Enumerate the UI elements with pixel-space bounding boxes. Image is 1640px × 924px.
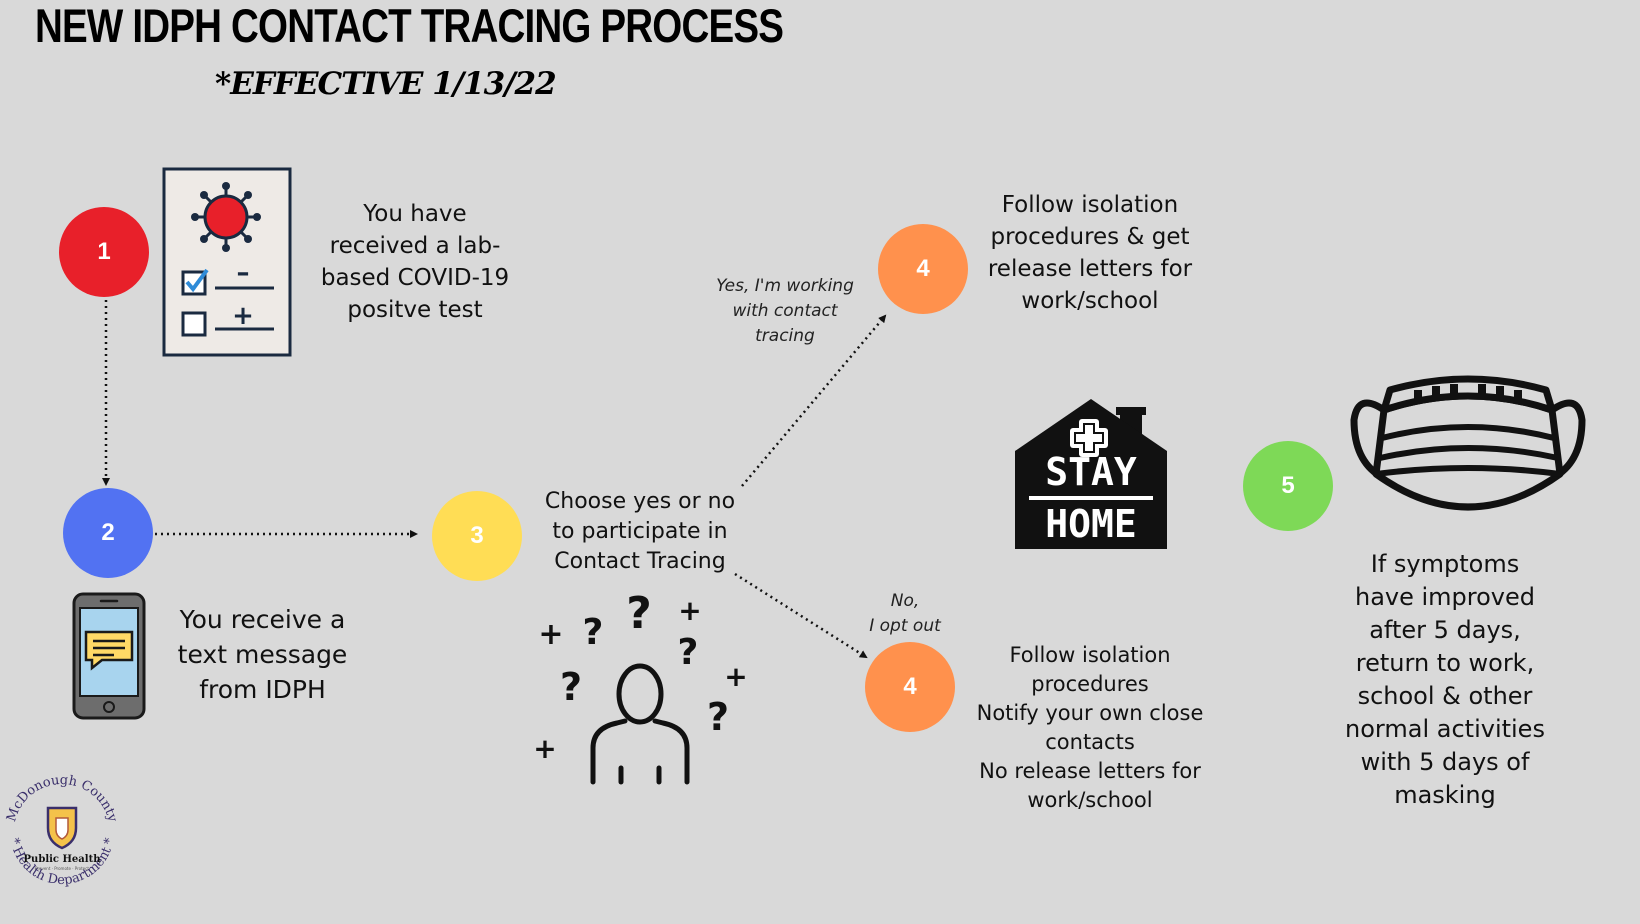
virus-icon: [191, 182, 261, 252]
svg-text:+: +: [724, 660, 747, 693]
svg-text:Public Health: Public Health: [24, 854, 102, 865]
health-department-logo: McDonough County * Health Department * P…: [4, 773, 120, 888]
arrow-3-to-4-yes: [741, 314, 887, 487]
face-mask-icon: [1350, 375, 1586, 511]
svg-text:?: ?: [678, 632, 699, 673]
svg-text:?: ?: [583, 612, 604, 653]
step-4-no-circle: 4: [865, 642, 955, 732]
svg-text:?: ?: [626, 588, 652, 639]
svg-text:Prevent · Promote · Protect: Prevent · Promote · Protect: [35, 866, 89, 871]
page-title: NEW IDPH CONTACT TRACING PROCESS: [35, 0, 784, 52]
svg-text:+: +: [232, 301, 254, 331]
step-3-circle: 3: [432, 491, 522, 581]
svg-text:+: +: [533, 732, 556, 765]
svg-text:+: +: [678, 594, 701, 627]
svg-text:HOME: HOME: [1045, 502, 1137, 546]
svg-text:STAY: STAY: [1045, 450, 1137, 494]
step-1-circle: 1: [59, 207, 149, 297]
page-subtitle: *EFFECTIVE 1/13/22: [215, 66, 557, 102]
stay-home-icon: STAY HOME: [1015, 399, 1167, 549]
svg-text:–: –: [237, 258, 250, 288]
step-5-circle: 5: [1243, 441, 1333, 531]
step-4-yes-circle: 4: [878, 224, 968, 314]
phone-message-icon: [72, 592, 146, 720]
checkbox-empty-icon: [181, 311, 207, 337]
svg-text:+: +: [538, 617, 563, 652]
svg-text:?: ?: [707, 695, 729, 739]
shield-icon: [46, 806, 78, 850]
test-result-card-icon: – +: [162, 167, 292, 357]
svg-text:?: ?: [560, 665, 582, 709]
step-2-circle: 2: [63, 488, 153, 578]
confused-person-icon: ? ? ? ? ? ? + + + +: [533, 588, 748, 785]
chat-bubble-icon: [84, 630, 134, 671]
branch-label-no: No,I opt out: [869, 591, 941, 636]
arrow-3-to-4-no: [734, 572, 868, 659]
